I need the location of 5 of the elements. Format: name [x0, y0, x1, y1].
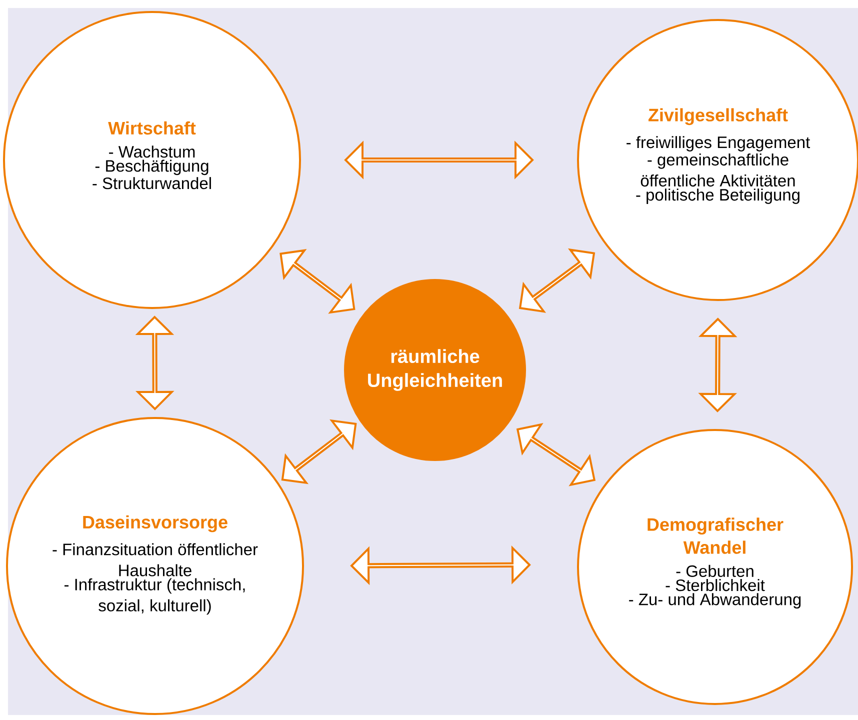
double-arrow: [281, 419, 357, 484]
double-arrow: [350, 546, 531, 586]
node-label: - Finanzsituation öffentlicher Haushalte: [52, 543, 258, 576]
node-label: - Infrastruktur (technisch, sozial, kulturell): [64, 578, 245, 615]
node-label: Daseinsvorsorge: [83, 515, 228, 532]
